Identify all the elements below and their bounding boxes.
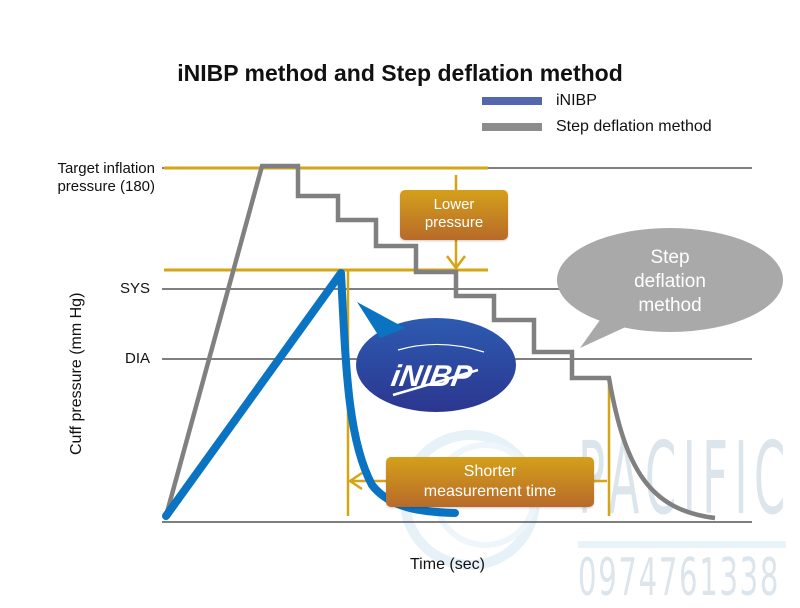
legend-swatch-inibp	[482, 97, 542, 105]
lower-pressure-line1: Lower	[433, 196, 475, 213]
shorter-time-arrowhead	[347, 471, 363, 491]
legend-swatch-step	[482, 123, 542, 131]
step-bubble-line1: Step	[650, 247, 690, 268]
step-bubble-text: Step deflation method	[610, 246, 730, 318]
inibp-logo-swoosh	[397, 343, 485, 353]
lower-pressure-line2: pressure	[424, 214, 484, 231]
y-axis-label: Cuff pressure (mm Hg)	[68, 292, 85, 455]
chart-title: iNIBP method and Step deflation method	[177, 60, 623, 86]
shorter-time-line2: measurement time	[423, 483, 557, 500]
inibp-logo-text: iNIBP	[389, 360, 476, 393]
inibp-logo-bubble	[356, 318, 516, 412]
inibp-logo-bubble-tail	[357, 302, 405, 338]
series-inibp	[162, 269, 459, 520]
legend-item-inibp: iNIBP	[482, 92, 597, 110]
y-tick-target-line1: Target inflation	[57, 160, 155, 177]
legend-label-step: Step deflation method	[556, 118, 712, 135]
shorter-time-box: Shorter measurement time	[386, 457, 594, 507]
y-tick-sys: SYS	[119, 280, 150, 297]
watermark-bar	[578, 541, 786, 548]
legend-label-inibp: iNIBP	[556, 92, 597, 109]
step-bubble-line3: method	[638, 295, 702, 316]
y-tick-target: Target inflation pressure (180)	[10, 160, 155, 196]
shorter-time-line1: Shorter	[463, 463, 517, 480]
step-bubble	[557, 228, 783, 332]
watermark-phone: 0974761338	[578, 548, 781, 608]
lower-pressure-arrowhead	[446, 255, 466, 271]
watermark-brand: PACIFIC	[578, 420, 792, 537]
step-bubble-line2: deflation	[634, 271, 706, 292]
x-axis-label: Time (sec)	[410, 556, 485, 573]
y-tick-target-line2: pressure (180)	[57, 178, 155, 195]
inibp-logo-underline	[392, 368, 479, 397]
step-bubble-tail	[580, 320, 630, 348]
y-tick-dia: DIA	[124, 350, 150, 367]
lower-pressure-box: Lower pressure	[400, 190, 508, 240]
series-step-deflation	[163, 163, 716, 521]
legend-item-step: Step deflation method	[482, 118, 712, 136]
